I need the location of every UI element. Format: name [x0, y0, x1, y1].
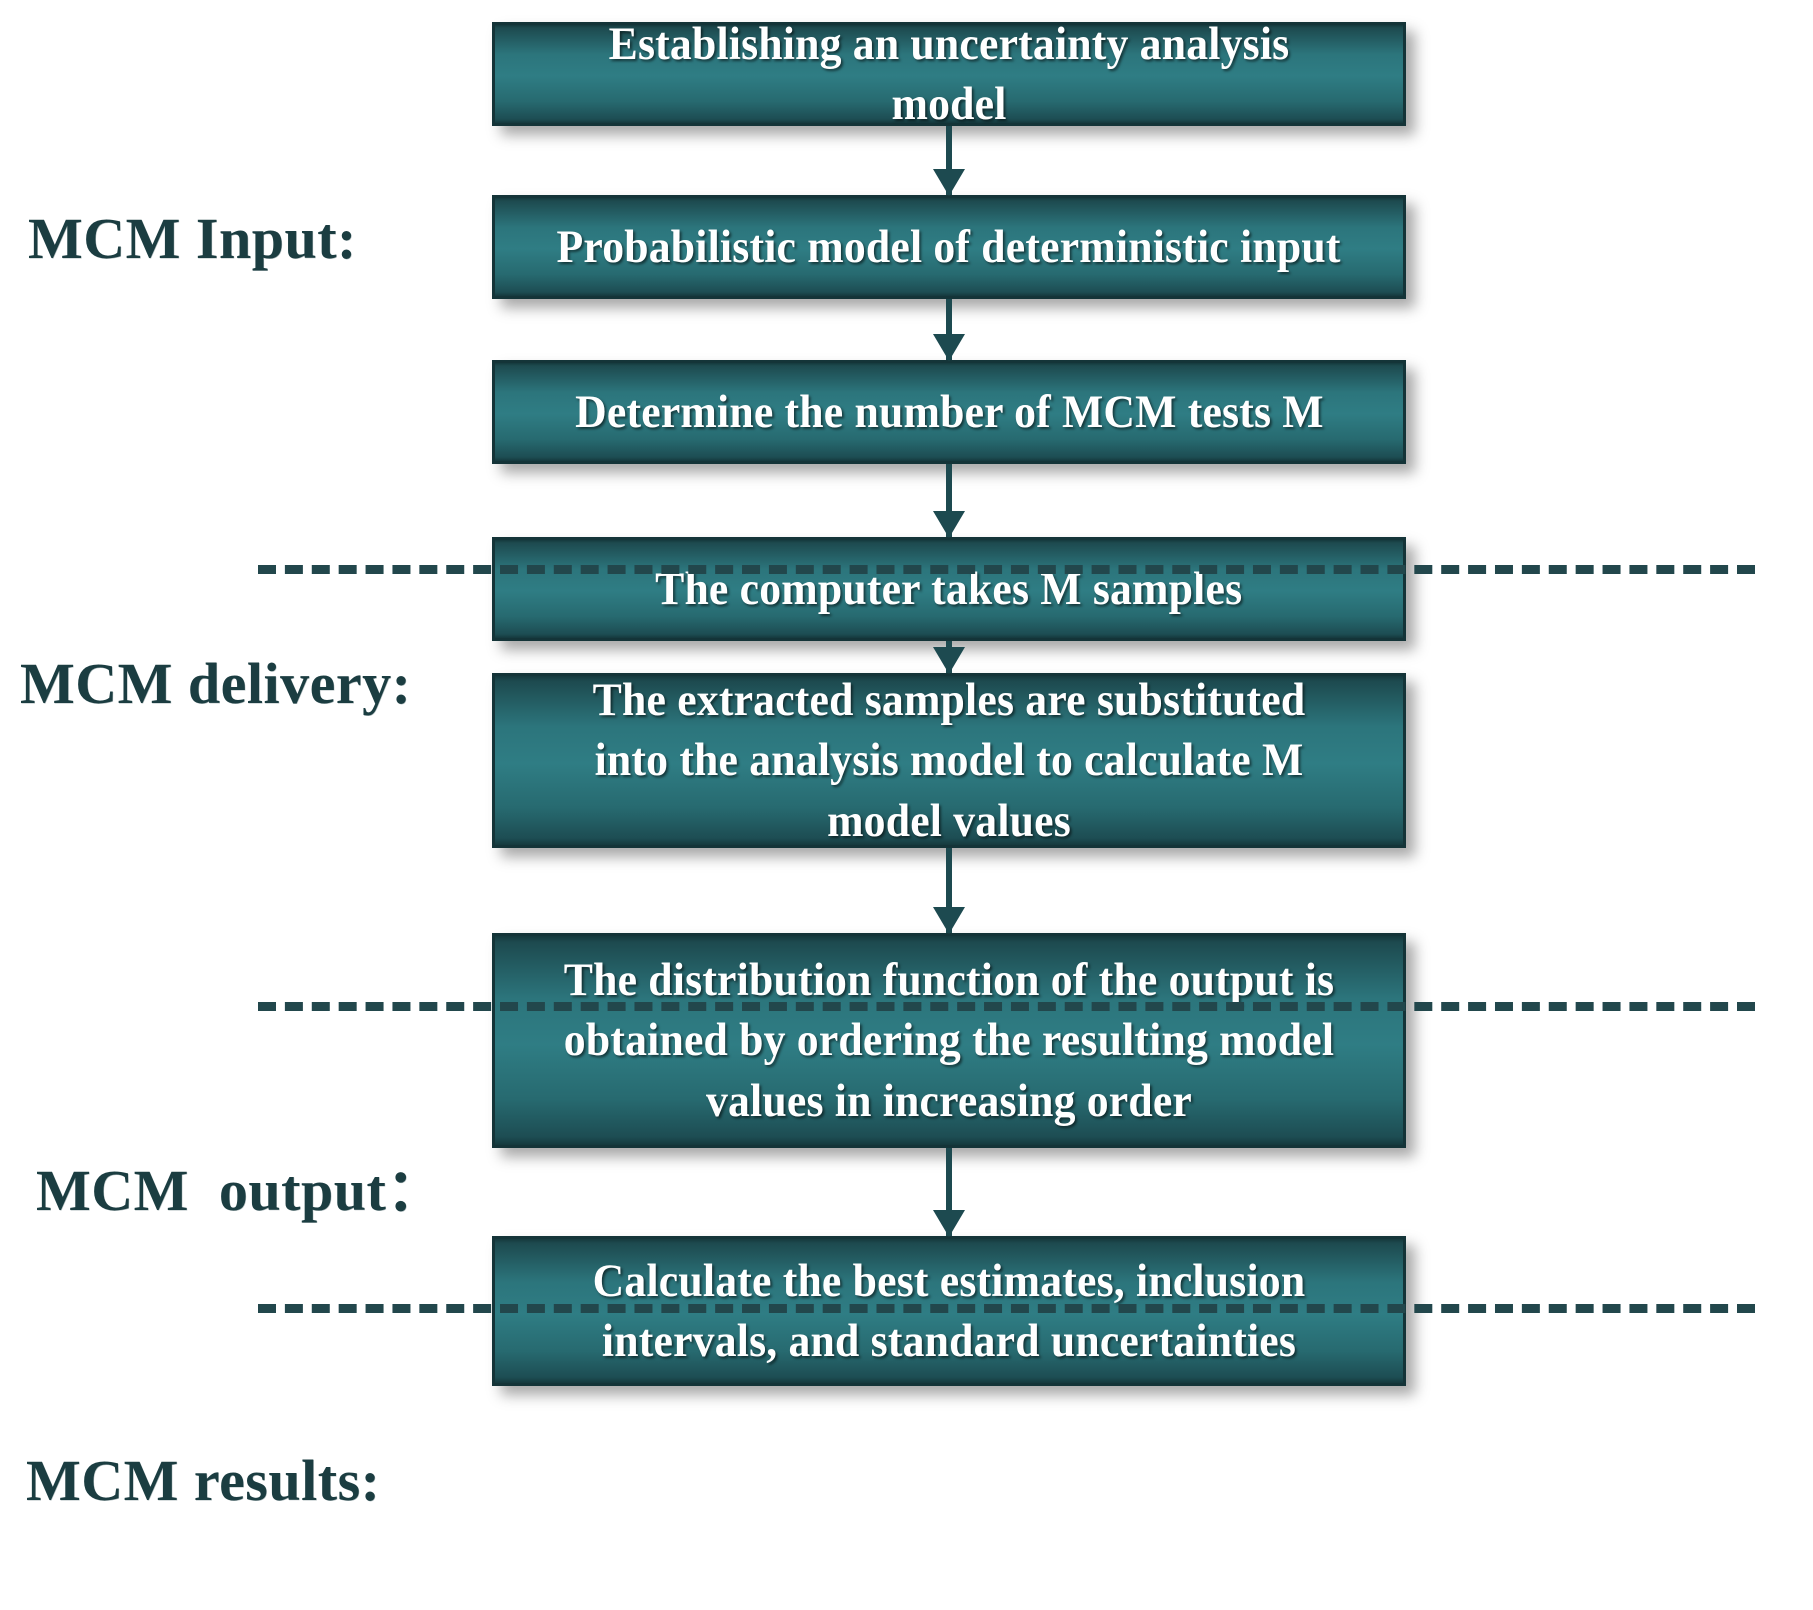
- node-establish-uncertainty-model[interactable]: Establishing an uncertainty analysis mod…: [492, 18, 1406, 130]
- section-label-mcm-input: MCM Input:: [28, 206, 357, 271]
- section-label-mcm-delivery: MCM delivery:: [20, 651, 412, 716]
- section-label-mcm-output: MCM output：: [36, 1158, 445, 1223]
- arrow-n5-to-n6: [946, 848, 952, 933]
- arrow-n6-to-n7: [946, 1148, 952, 1236]
- divider-delivery-output: [258, 1002, 1755, 1011]
- node-label: Probabilistic model of deterministic inp…: [556, 220, 1342, 273]
- arrow-n4-to-n5: [946, 641, 952, 673]
- node-determine-number-of-tests[interactable]: Determine the number of MCM tests M: [492, 360, 1406, 464]
- divider-input-delivery: [258, 565, 1755, 574]
- node-label: Establishing an uncertainty analysis mod…: [608, 17, 1290, 130]
- node-label: The distribution function of the output …: [563, 954, 1335, 1127]
- divider-output-results: [258, 1304, 1755, 1313]
- arrow-n1-to-n2: [946, 126, 952, 195]
- arrow-n2-to-n3: [946, 299, 952, 360]
- arrow-n3-to-n4: [946, 464, 952, 537]
- node-probabilistic-model-input[interactable]: Probabilistic model of deterministic inp…: [492, 195, 1406, 299]
- node-distribution-function-output[interactable]: The distribution function of the output …: [492, 933, 1406, 1148]
- section-label-mcm-results: MCM results:: [26, 1448, 381, 1513]
- node-substitute-samples-into-model[interactable]: The extracted samples are substituted in…: [492, 673, 1406, 848]
- node-label: The extracted samples are substituted in…: [592, 674, 1306, 847]
- node-computer-takes-samples[interactable]: The computer takes M samples: [492, 537, 1406, 641]
- node-label: Determine the number of MCM tests M: [574, 385, 1324, 438]
- node-label: Calculate the best estimates, inclusion …: [592, 1254, 1306, 1367]
